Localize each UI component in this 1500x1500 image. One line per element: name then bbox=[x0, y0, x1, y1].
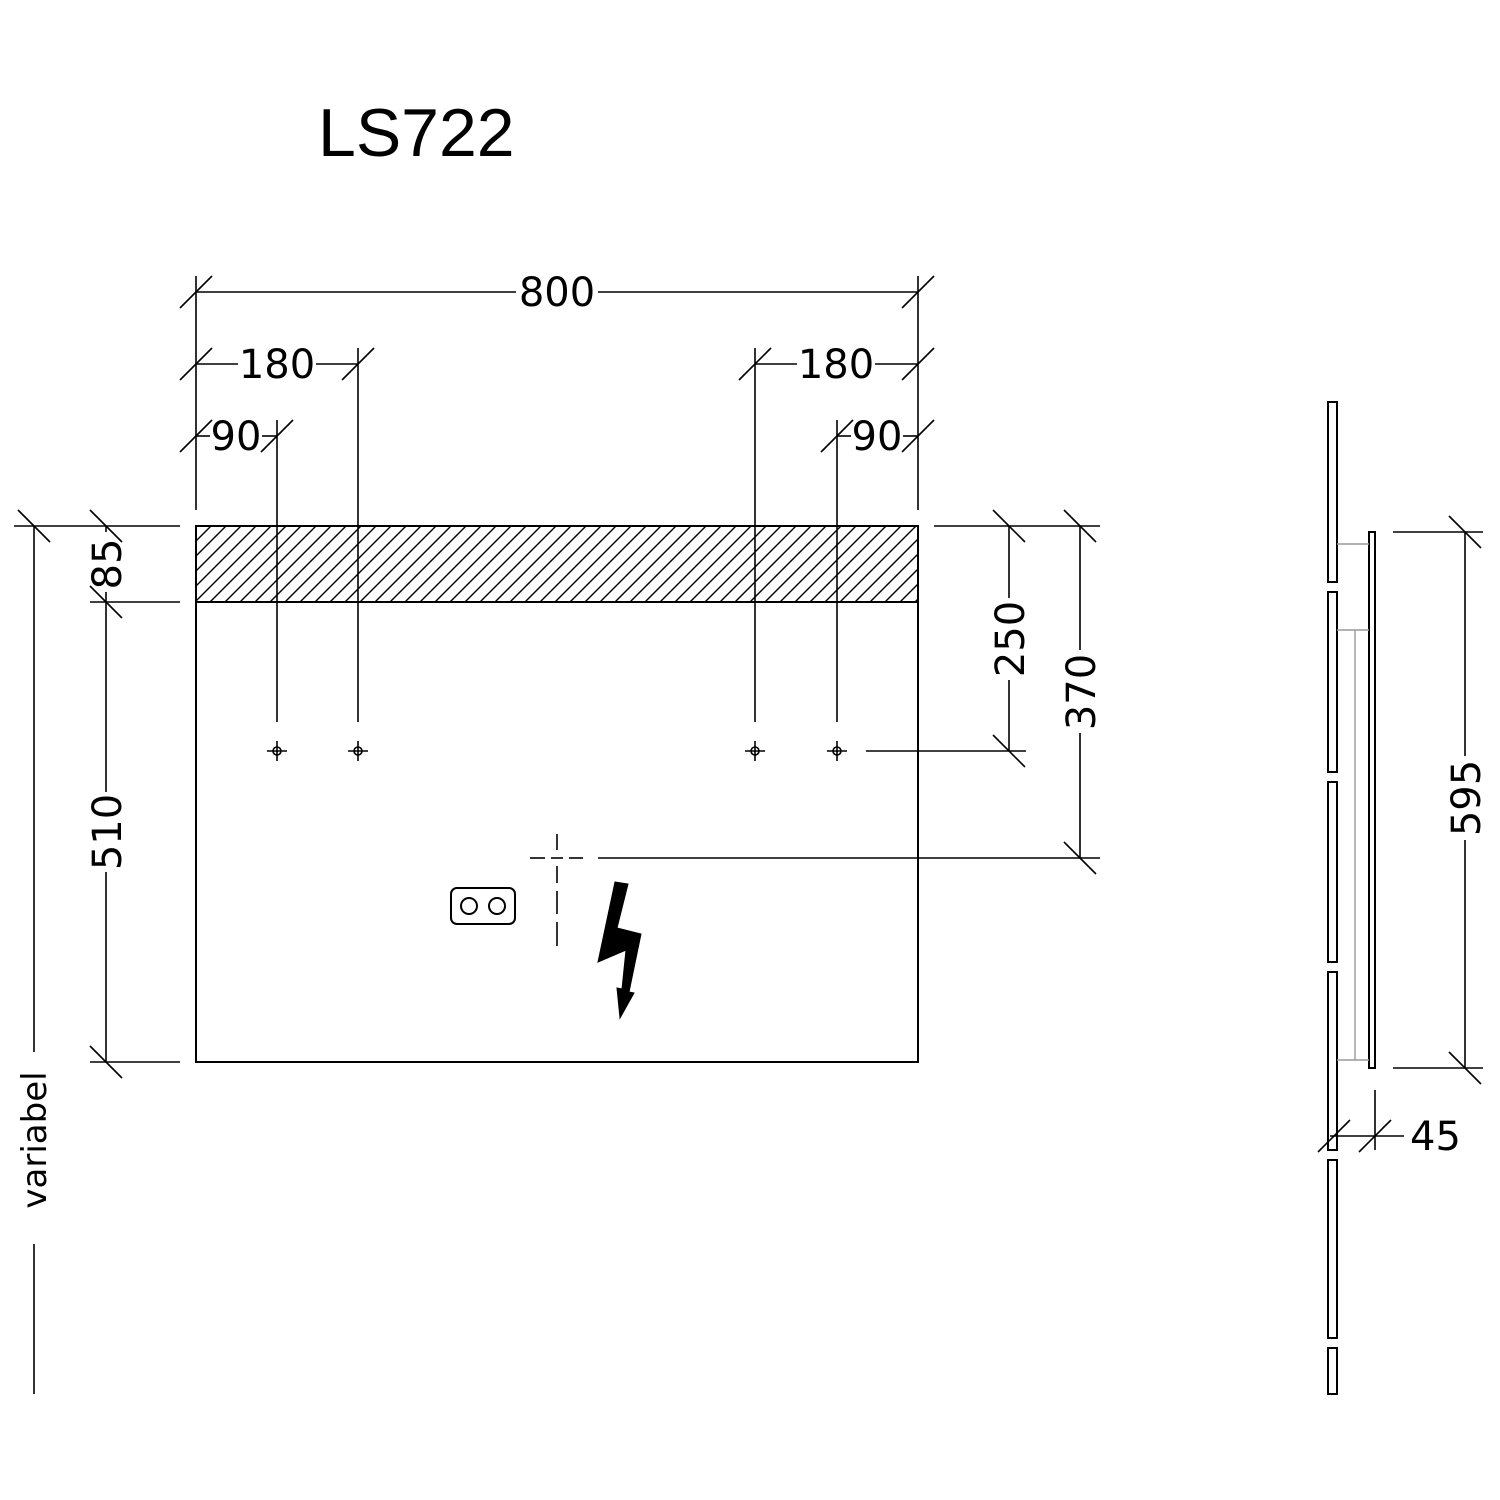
hatch-line bbox=[764, 526, 842, 602]
dim-label-left-180: 180 bbox=[239, 342, 315, 388]
hatch-line bbox=[659, 526, 737, 602]
hatch-line bbox=[344, 526, 422, 602]
hatch-line bbox=[449, 526, 527, 602]
hatch-line bbox=[404, 526, 482, 602]
hatch-line bbox=[269, 526, 347, 602]
hatch-line bbox=[569, 526, 647, 602]
hatch-line bbox=[719, 526, 797, 602]
hatch-line bbox=[839, 526, 917, 602]
hatch-line bbox=[196, 526, 212, 542]
dim-label-variabel: variabel bbox=[15, 1071, 55, 1208]
hatch-line bbox=[869, 553, 918, 602]
hatch-line bbox=[239, 526, 317, 602]
hatch-line bbox=[734, 526, 812, 602]
hatch-line bbox=[299, 526, 377, 602]
lightning-bolt-icon bbox=[597, 881, 642, 1020]
hatch-line bbox=[329, 526, 407, 602]
dim-label-screw-250: 250 bbox=[988, 601, 1034, 677]
hatch-line bbox=[854, 538, 918, 602]
double-socket-icon bbox=[450, 887, 516, 925]
hatch-line bbox=[419, 526, 497, 602]
hatch-line bbox=[196, 526, 242, 572]
mirror-profile bbox=[1337, 531, 1376, 1069]
hatch-line bbox=[524, 526, 602, 602]
dim-label-right-90: 90 bbox=[852, 414, 903, 460]
hatch-line bbox=[196, 526, 197, 527]
hatch-line bbox=[614, 526, 692, 602]
hatch-line bbox=[899, 583, 918, 602]
hatch-line bbox=[674, 526, 752, 602]
hatch-line bbox=[434, 526, 512, 602]
hatch-line bbox=[509, 526, 587, 602]
hatch-line bbox=[196, 526, 272, 602]
screw-hole-icon bbox=[267, 741, 287, 761]
hatch-line bbox=[196, 526, 257, 587]
dim-label-left-90: 90 bbox=[211, 414, 262, 460]
hatch-line bbox=[644, 526, 722, 602]
dim-label-side-45: 45 bbox=[1410, 1114, 1461, 1160]
hatch-line bbox=[704, 526, 782, 602]
drawing-title: LS722 bbox=[318, 95, 515, 171]
left-dimensions: 85 510 variabel bbox=[14, 509, 180, 1394]
hatch-line bbox=[224, 526, 302, 602]
socket-position-crosshair bbox=[530, 834, 583, 946]
hatch-line bbox=[629, 526, 707, 602]
hatch-line bbox=[554, 526, 632, 602]
side-view: 595 45 bbox=[1317, 401, 1490, 1395]
hatch-line bbox=[779, 526, 857, 602]
hatch-line bbox=[809, 526, 887, 602]
top-dimensions: 800 180 180 90 90 bbox=[179, 270, 935, 510]
hatch-line bbox=[884, 568, 918, 602]
hatch-line bbox=[389, 526, 467, 602]
front-view bbox=[195, 348, 919, 1063]
hatch-line bbox=[479, 526, 557, 602]
hatch-line bbox=[584, 526, 662, 602]
screw-hole-icon bbox=[745, 741, 765, 761]
dim-label-right-180: 180 bbox=[798, 342, 874, 388]
hatch-line bbox=[374, 526, 452, 602]
hatched-band bbox=[195, 525, 919, 603]
hatch-line bbox=[209, 526, 287, 602]
hatch-line bbox=[914, 598, 918, 602]
dim-label-top-band-85: 85 bbox=[85, 539, 131, 590]
hatch-line bbox=[689, 526, 767, 602]
hatch-line bbox=[539, 526, 617, 602]
screw-hole-icon bbox=[348, 741, 368, 761]
hatch-line bbox=[284, 526, 362, 602]
dim-label-side-595: 595 bbox=[1444, 760, 1490, 836]
hatch-line bbox=[359, 526, 437, 602]
dim-label-total-width: 800 bbox=[519, 270, 595, 316]
dim-label-socket-370: 370 bbox=[1059, 654, 1105, 730]
mirror-outline bbox=[195, 525, 919, 1063]
hatch-line bbox=[464, 526, 542, 602]
hatch-line bbox=[196, 526, 227, 557]
screw-hole-icon bbox=[827, 741, 847, 761]
wall-section bbox=[1327, 401, 1338, 1395]
hatch-line bbox=[254, 526, 332, 602]
hatch-line bbox=[314, 526, 392, 602]
dim-label-lower-510: 510 bbox=[85, 794, 131, 870]
hatch-line bbox=[494, 526, 572, 602]
hatch-line bbox=[599, 526, 677, 602]
hatch-line bbox=[749, 526, 827, 602]
right-dimensions: 250 370 bbox=[598, 509, 1105, 875]
hatch-line bbox=[794, 526, 872, 602]
